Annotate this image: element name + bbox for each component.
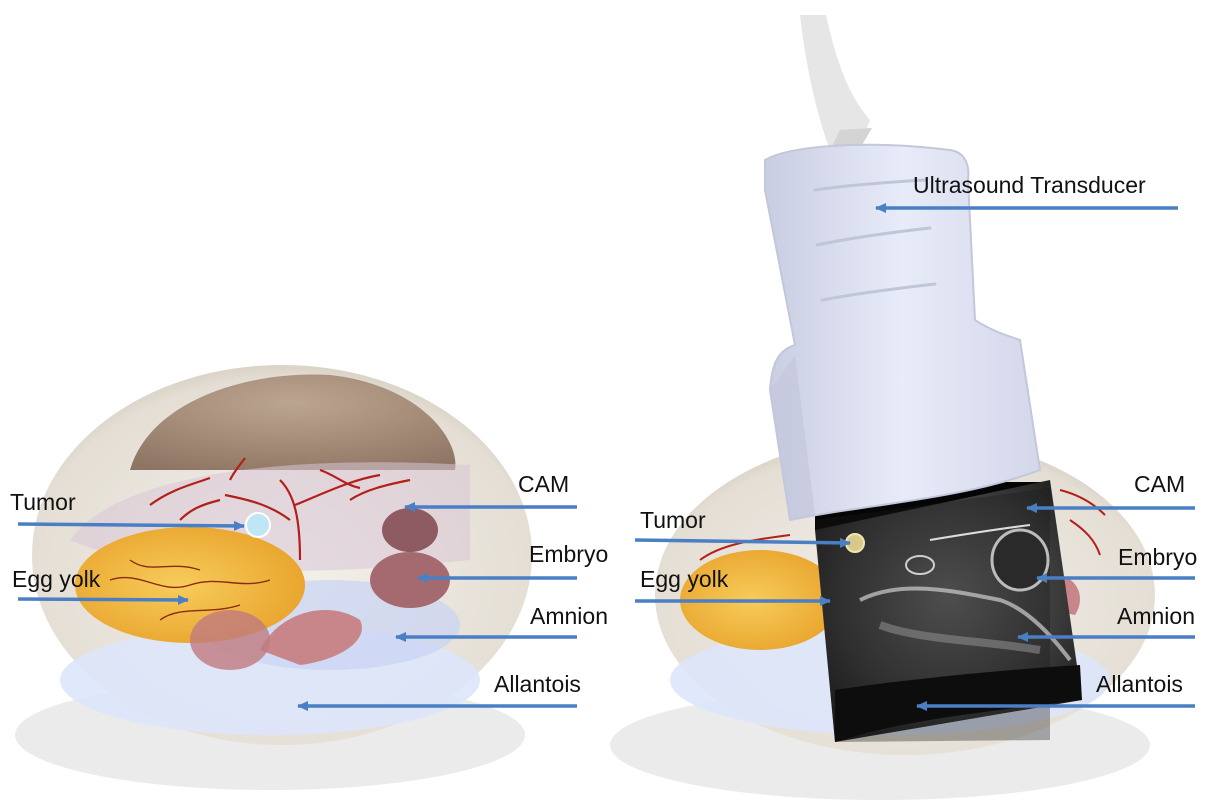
label-right-transducer: Ultrasound Transducer (913, 172, 1146, 198)
left-tumor-dot (246, 513, 270, 537)
label-right-egg-yolk: Egg yolk (640, 566, 729, 592)
label-left-amnion: Amnion (530, 603, 608, 629)
arrow-left-egg-yolk (18, 599, 188, 600)
ultrasound-scan-image (815, 480, 1082, 742)
label-left-cam: CAM (518, 471, 569, 497)
label-right-tumor: Tumor (640, 507, 706, 533)
right-egg-illustration (610, 15, 1155, 800)
label-right-cam: CAM (1134, 471, 1185, 497)
label-right-amnion: Amnion (1117, 603, 1195, 629)
label-left-embryo: Embryo (529, 541, 608, 567)
label-right-allantois: Allantois (1096, 671, 1183, 697)
ultrasound-transducer (765, 15, 1040, 520)
label-left-tumor: Tumor (10, 489, 76, 515)
label-left-allantois: Allantois (494, 671, 581, 697)
label-right-embryo: Embryo (1118, 544, 1197, 570)
arrow-left-tumor (18, 524, 244, 526)
label-left-egg-yolk: Egg yolk (12, 566, 101, 592)
